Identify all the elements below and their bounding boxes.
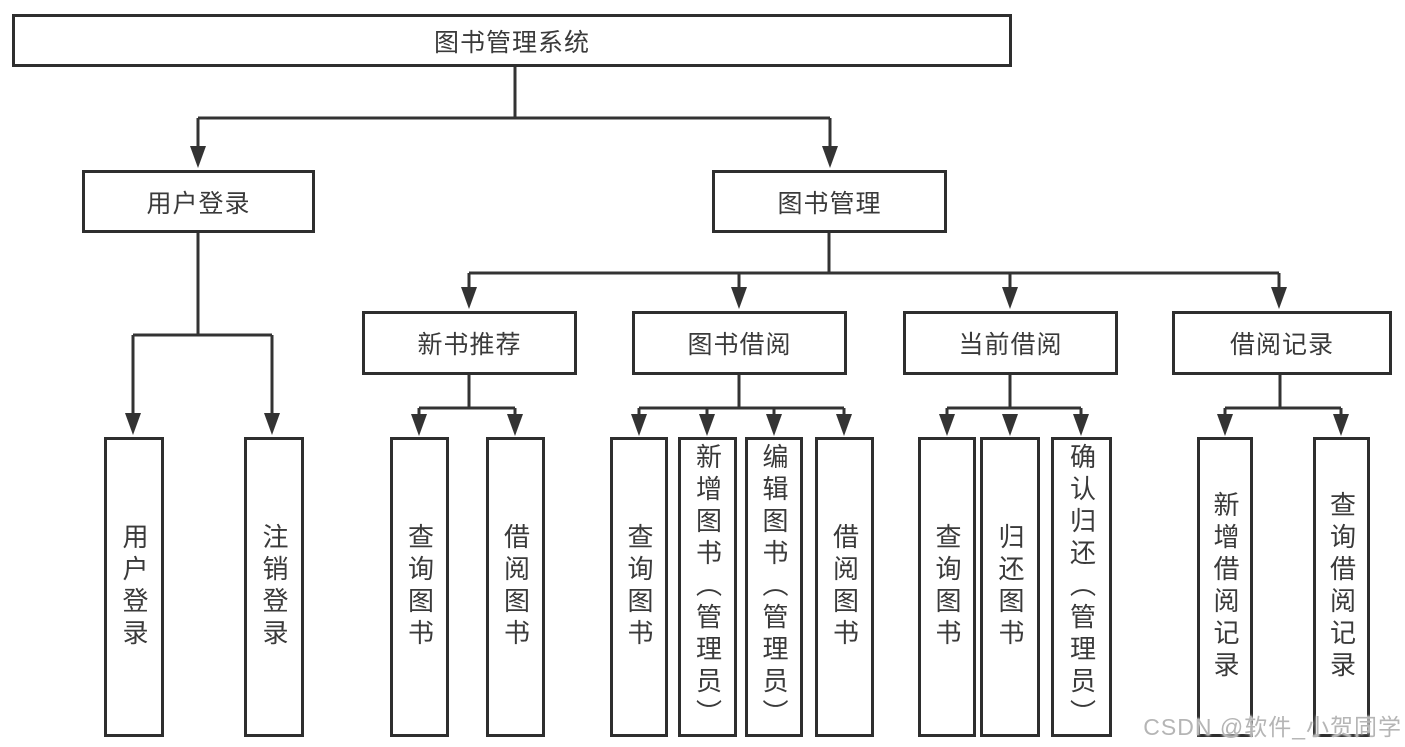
- leaf-borrowing-add-books-label: 新增图书（管理员）: [692, 443, 723, 731]
- leaf-records-query-record: 查询借阅记录: [1313, 437, 1370, 737]
- leaf-records-query-record-label: 查询借阅记录: [1326, 491, 1357, 683]
- connector-root-to-level2: [190, 67, 838, 168]
- node-borrowing-records-label: 借阅记录: [1229, 331, 1334, 359]
- csdn-watermark: CSDN @软件_小贺同学: [1143, 714, 1402, 740]
- connector-new-book-recommend-children: [411, 375, 523, 436]
- leaf-current-confirm-return-label: 确认归还（管理员）: [1066, 443, 1097, 731]
- node-root-label: 图书管理系统: [433, 28, 590, 57]
- node-book-borrowing: 图书借阅: [632, 311, 847, 375]
- node-new-book-recommend: 新书推荐: [362, 311, 577, 375]
- node-current-borrowing-label: 当前借阅: [958, 331, 1063, 359]
- node-book-management-label: 图书管理: [777, 189, 882, 218]
- leaf-current-return-books-label: 归还图书: [995, 523, 1025, 651]
- leaf-user-login-label: 用户登录: [119, 523, 149, 651]
- leaf-records-add-record: 新增借阅记录: [1197, 437, 1253, 737]
- node-current-borrowing: 当前借阅: [903, 311, 1118, 375]
- leaf-logout-login-label: 注销登录: [259, 523, 289, 651]
- connector-current-borrowing-children: [939, 375, 1089, 436]
- leaf-borrowing-borrow-books: 借阅图书: [815, 437, 874, 737]
- leaf-current-query-books-label: 查询图书: [932, 523, 962, 651]
- leaf-logout-login: 注销登录: [244, 437, 304, 737]
- leaf-borrowing-add-books: 新增图书（管理员）: [678, 437, 737, 737]
- node-new-book-recommend-label: 新书推荐: [417, 331, 522, 359]
- leaf-borrowing-query-books-label: 查询图书: [624, 523, 654, 651]
- leaf-user-login: 用户登录: [104, 437, 164, 737]
- leaf-current-confirm-return: 确认归还（管理员）: [1051, 437, 1112, 737]
- node-book-management: 图书管理: [712, 170, 947, 233]
- leaf-records-add-record-label: 新增借阅记录: [1210, 491, 1240, 683]
- leaf-current-return-books: 归还图书: [980, 437, 1040, 737]
- node-user-login-label: 用户登录: [146, 189, 251, 218]
- leaf-recommend-borrow-books-label: 借阅图书: [500, 523, 531, 651]
- node-user-login: 用户登录: [82, 170, 315, 233]
- leaf-borrowing-edit-books: 编辑图书（管理员）: [745, 437, 803, 737]
- leaf-recommend-query-books: 查询图书: [390, 437, 449, 737]
- connector-book-borrowing-children: [631, 375, 852, 436]
- leaf-recommend-query-books-label: 查询图书: [404, 523, 435, 651]
- leaf-borrowing-borrow-books-label: 借阅图书: [829, 523, 860, 651]
- node-book-borrowing-label: 图书借阅: [687, 331, 792, 359]
- connector-borrowing-records-children: [1217, 375, 1349, 436]
- leaf-recommend-borrow-books: 借阅图书: [486, 437, 545, 737]
- leaf-current-query-books: 查询图书: [918, 437, 976, 737]
- leaf-borrowing-edit-books-label: 编辑图书（管理员）: [759, 443, 789, 731]
- connector-user-login-children: [125, 233, 280, 435]
- leaf-borrowing-query-books: 查询图书: [610, 437, 668, 737]
- node-borrowing-records: 借阅记录: [1172, 311, 1392, 375]
- node-root: 图书管理系统: [12, 14, 1012, 67]
- connector-book-management-children: [461, 233, 1287, 309]
